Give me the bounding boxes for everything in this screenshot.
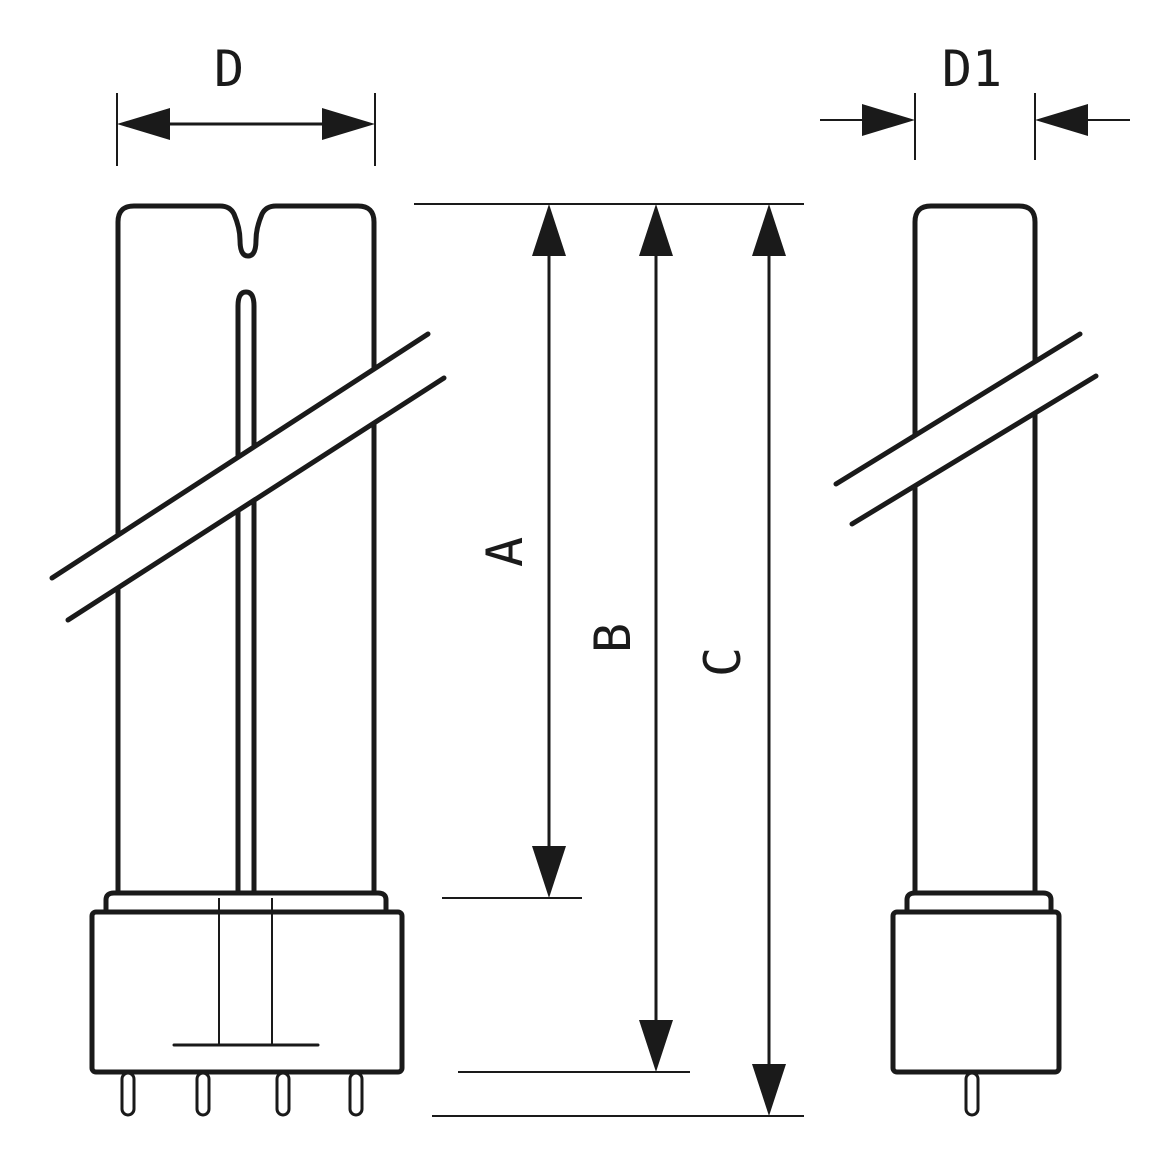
front-view-lamp bbox=[49, 203, 447, 1117]
c-arrow-top bbox=[752, 204, 786, 256]
front-break-line-top bbox=[49, 331, 431, 581]
b-label: B bbox=[584, 623, 642, 653]
b-arrow-bottom bbox=[639, 1020, 673, 1072]
front-base-collar bbox=[103, 890, 389, 915]
dimension-d1: D1 bbox=[820, 40, 1130, 160]
front-tube-divider bbox=[235, 289, 257, 896]
front-tube-outline bbox=[115, 203, 377, 896]
c-arrow-bottom bbox=[752, 1064, 786, 1116]
side-break-line-bottom bbox=[849, 373, 1099, 527]
d1-arrow-left bbox=[862, 104, 915, 136]
front-pin-2 bbox=[195, 1071, 211, 1117]
d-arrow-left bbox=[117, 108, 170, 140]
d1-arrow-right bbox=[1035, 104, 1088, 136]
d-arrow-right bbox=[322, 108, 375, 140]
front-break-line-bottom bbox=[65, 375, 447, 623]
side-tube-outline bbox=[912, 203, 1038, 896]
dimension-d: D bbox=[116, 40, 376, 166]
front-pin-4 bbox=[348, 1071, 364, 1117]
side-base-collar bbox=[904, 890, 1054, 915]
front-pin-3 bbox=[275, 1071, 291, 1117]
a-label: A bbox=[476, 537, 534, 567]
front-break-band bbox=[52, 334, 444, 620]
b-arrow-top bbox=[639, 204, 673, 256]
front-base-body bbox=[89, 909, 405, 1075]
side-break-line-top bbox=[833, 331, 1083, 487]
side-break-band bbox=[836, 334, 1096, 524]
side-pin bbox=[964, 1071, 980, 1117]
side-view-lamp bbox=[833, 203, 1099, 1117]
front-pin-1 bbox=[120, 1071, 136, 1117]
a-arrow-bottom bbox=[532, 846, 566, 898]
length-dimensions: A B C bbox=[414, 203, 804, 1117]
d1-label: D1 bbox=[942, 40, 1002, 98]
d-label: D bbox=[214, 40, 244, 98]
c-label: C bbox=[694, 647, 752, 677]
side-base-body bbox=[890, 909, 1062, 1075]
a-arrow-top bbox=[532, 204, 566, 256]
